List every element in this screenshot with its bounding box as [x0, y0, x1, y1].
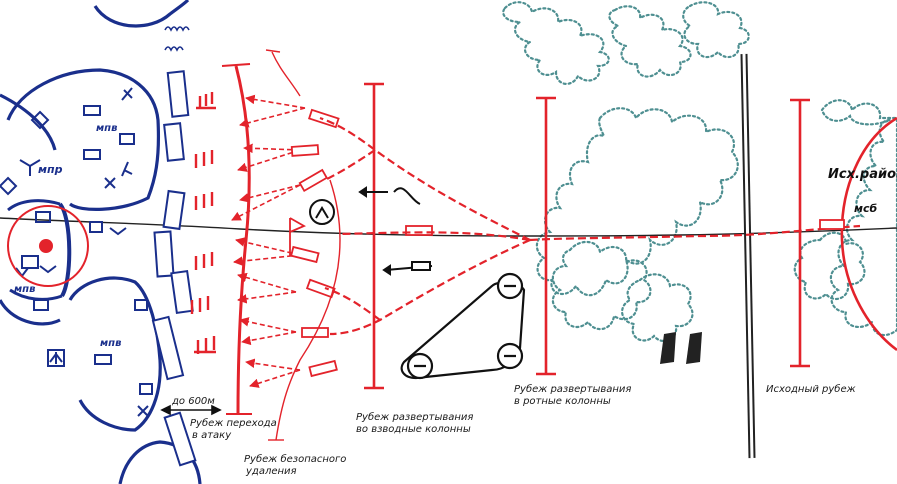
river-bar — [740, 53, 756, 459]
start-area — [819, 116, 897, 352]
platoon-column-line — [364, 82, 384, 390]
forest-area-middle — [535, 107, 739, 343]
radiation-icon — [309, 199, 335, 225]
enemy-wire-obstacles — [164, 26, 190, 52]
label-mpb-bottom: мпв — [100, 338, 121, 349]
label-safe-line-1: Рубеж безопасного — [244, 453, 346, 465]
forest-area-right — [793, 99, 897, 337]
company-column-line — [536, 96, 556, 376]
tank-icons-platoons — [290, 108, 433, 378]
label-start-area: Исх.район — [828, 167, 897, 182]
label-company-line-2: в ротные колонны — [514, 396, 611, 407]
label-platoon-line-1: Рубеж развертывания — [356, 411, 473, 423]
distance-marker — [160, 404, 222, 416]
enemy-trench-left-bottom — [0, 299, 61, 326]
label-start-line: Исходный рубеж — [766, 383, 856, 395]
label-distance: до 600м — [171, 396, 215, 407]
label-company-line-1: Рубеж развертывания — [514, 383, 631, 395]
enemy-units — [0, 87, 153, 417]
attack-transition-line — [221, 63, 252, 415]
attack-arrows — [231, 94, 306, 388]
enemy-position-lower — [68, 276, 162, 432]
engineer-obstacles — [660, 332, 702, 364]
label-attack-line-2: в атаку — [192, 430, 232, 441]
safe-distance-line — [265, 49, 341, 441]
label-msb: мсб — [854, 202, 878, 215]
label-mpr: мпр — [38, 163, 63, 176]
enemy-command-post — [7, 205, 89, 287]
enemy-position-left — [0, 93, 57, 151]
enemy-trench-bottom — [118, 440, 202, 484]
column-routes — [319, 116, 861, 336]
flag-icon — [289, 217, 307, 256]
label-safe-line-2: удаления — [245, 466, 297, 477]
forest-area-top — [502, 1, 750, 85]
label-mpb-top: мпв — [96, 123, 117, 134]
reserve-formation — [400, 272, 526, 380]
enemy-minefields — [151, 70, 197, 467]
label-mpb-left: мпв — [14, 284, 35, 295]
artillery-icon — [382, 261, 433, 276]
attack-marks — [190, 92, 216, 354]
enemy-defense — [0, 0, 202, 484]
enemy-trench-top — [93, 0, 190, 28]
start-line — [790, 98, 810, 368]
label-attack-line-1: Рубеж перехода — [190, 417, 277, 429]
enemy-position-upper — [6, 68, 161, 211]
label-platoon-line-2: во взводные колонны — [356, 424, 471, 435]
helicopter-icon — [358, 186, 421, 205]
